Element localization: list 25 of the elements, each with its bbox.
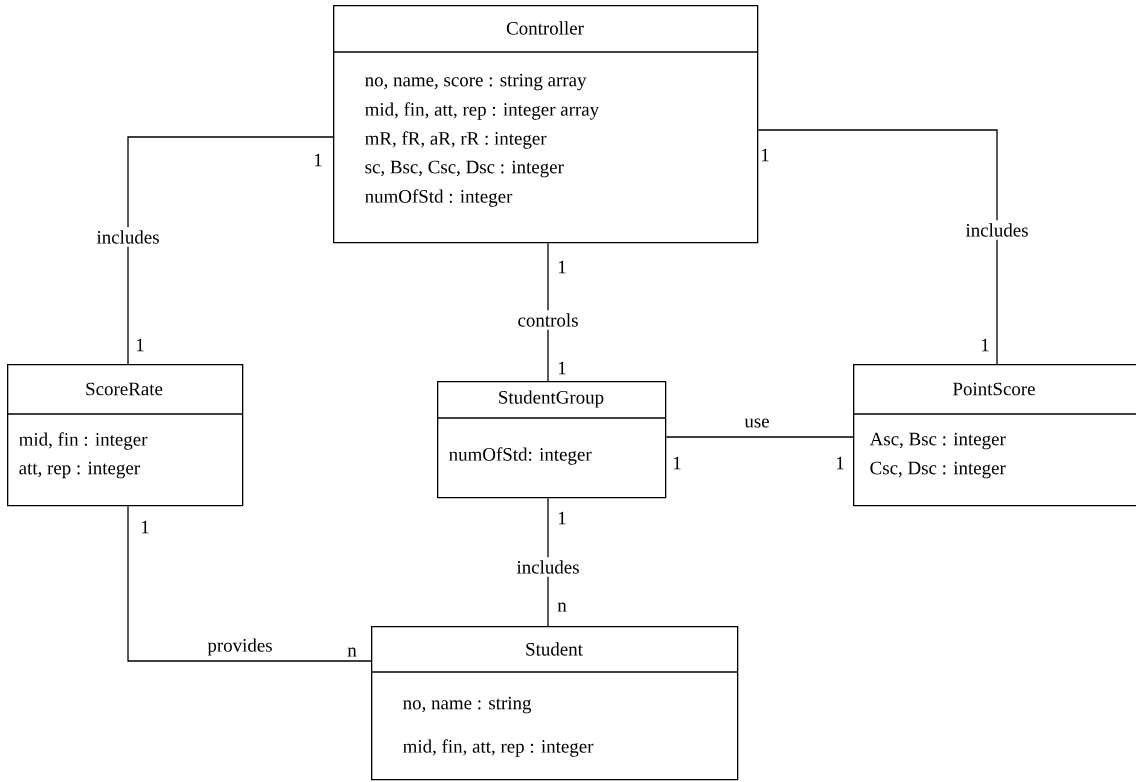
multiplicity: 1 [558,260,566,274]
edge-label: provides [207,638,272,656]
class-box: Student no, name : string mid, fin, att, rep : integer [370,626,739,781]
class-box: ScoreRate mid, fin : integer att, rep : integer [6,364,244,507]
class-box: PointScore Asc, Bsc : integer Csc, Dsc : integer [852,364,1136,507]
multiplicity: n [557,602,567,612]
multiplicity: 1 [141,520,149,534]
connector [127,505,372,662]
class-box: Controller no, name, score : string array mid, fin, att, rep : integer array mR, fR, aR, rR : integer sc, Bsc, Csc, Dsc : integer numOfStd : integer [332,5,759,244]
multiplicity: 1 [981,338,989,352]
multiplicity: 1 [314,153,322,167]
multiplicity: 1 [136,338,144,352]
edge-label: includes [513,557,583,577]
connector [665,436,854,438]
multiplicity: 1 [558,361,566,375]
edge-label: includes [93,227,163,247]
multiplicity: n [347,647,357,657]
edge-label: includes [962,220,1032,240]
connector [757,129,998,365]
edge-label: use [744,418,769,428]
multiplicity: 1 [761,148,769,162]
edge-label: controls [514,310,582,330]
connector [127,136,334,365]
multiplicity: 1 [558,511,566,525]
class-box: StudentGroup numOfStd: integer [436,381,667,499]
